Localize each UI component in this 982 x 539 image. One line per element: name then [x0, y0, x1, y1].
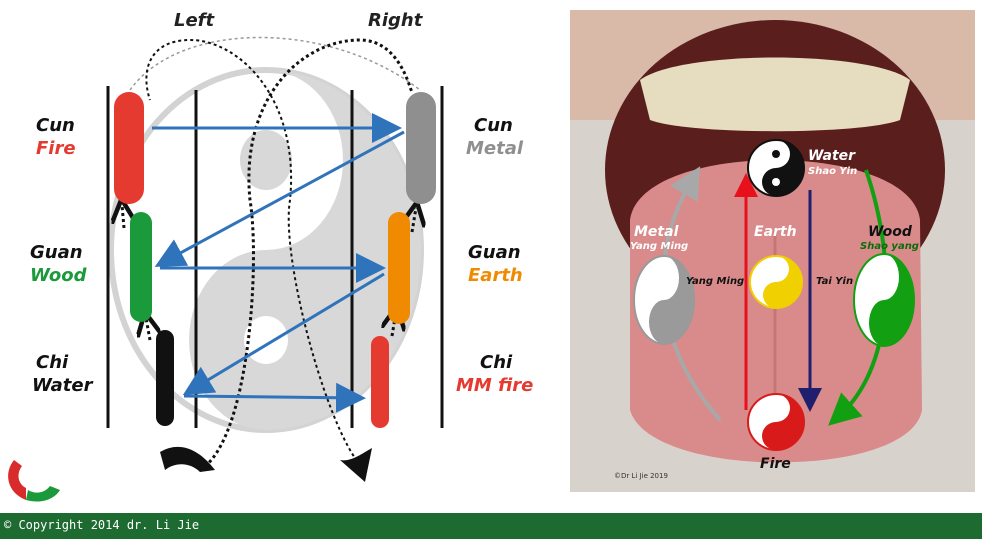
guan-left-label: Guan [30, 242, 83, 263]
metal-right-label: Metal [466, 138, 523, 159]
copyright-text: © Copyright 2014 dr. Li Jie [4, 518, 199, 532]
earth-label: Earth [754, 224, 797, 240]
fire-yin-yang-icon [748, 394, 804, 450]
fire-label: Fire [760, 456, 791, 472]
photo-credit: ©Dr Li Jie 2019 [614, 472, 668, 480]
shao-yang-label: Shao yang [860, 241, 919, 252]
wood-yin-yang-icon [854, 254, 914, 346]
shao-yin-label: Shao Yin [808, 166, 857, 177]
header-right: Right [368, 10, 422, 31]
chi-water-bar [156, 330, 174, 426]
wood-label: Wood [868, 224, 912, 240]
water-yin-yang-icon [748, 140, 804, 196]
chi-left-label: Chi [36, 352, 68, 373]
water-label: Water [808, 148, 855, 164]
mmfire-right-label: MM fire [456, 375, 533, 396]
logo [8, 460, 60, 502]
cun-left-label: Cun [36, 115, 75, 136]
cun-right-label: Cun [474, 115, 513, 136]
tongue-photo: Water Shao Yin Metal Yang Ming Earth Woo… [570, 10, 975, 492]
left-bottom-arrowhead [160, 447, 215, 472]
footer-bar: © Copyright 2014 dr. Li Jie [0, 513, 982, 539]
tai-yin-label: Tai Yin [816, 276, 853, 287]
water-left-label: Water [32, 375, 92, 396]
guan-wood-bar [130, 212, 152, 322]
guan-earth-bar [388, 212, 410, 324]
chi-mmfire-bar [371, 336, 389, 428]
yang-ming-sub-label: Yang Ming [630, 241, 688, 252]
earth-yin-yang-icon [750, 256, 802, 308]
guan-right-label: Guan [468, 242, 521, 263]
cun-fire-bar [114, 92, 144, 204]
yang-ming-label: Yang Ming [686, 276, 744, 287]
right-bottom-arrowhead [340, 448, 372, 482]
cun-metal-bar [406, 92, 436, 204]
metal-yin-yang-icon [634, 256, 694, 344]
fire-left-label: Fire [36, 138, 76, 159]
metal-label: Metal [634, 224, 678, 240]
earth-right-label: Earth [468, 265, 523, 286]
wood-left-label: Wood [30, 265, 87, 286]
header-left: Left [174, 10, 214, 31]
chi-right-label: Chi [480, 352, 512, 373]
